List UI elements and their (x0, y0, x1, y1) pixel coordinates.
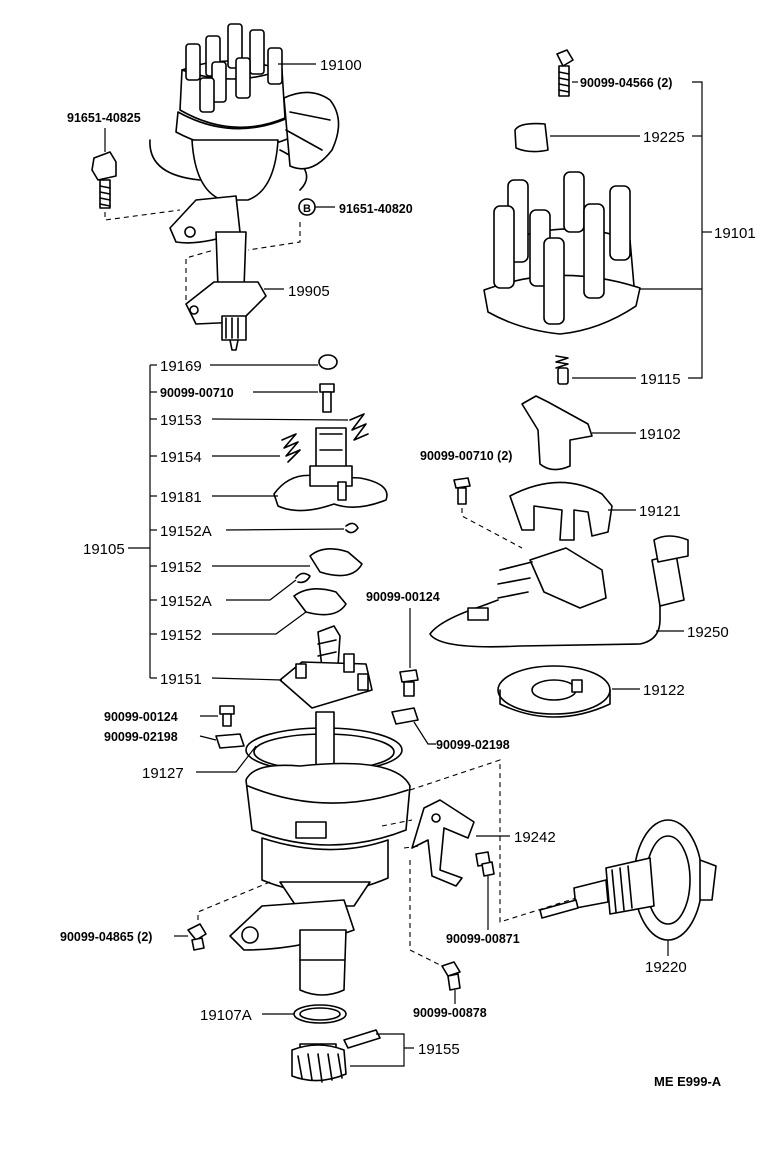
clip-19152A-a (345, 522, 359, 534)
label-19122: 19122 (643, 682, 685, 699)
label-19115: 19115 (640, 371, 681, 388)
label-19169: 19169 (160, 358, 202, 375)
label-19905: 19905 (288, 283, 330, 300)
bolt-90099-04865 (187, 923, 207, 951)
label-19250: 19250 (687, 624, 729, 641)
vacuum-advancer-19220 (539, 819, 717, 941)
cam-19151 (279, 625, 373, 709)
screw-90099-00124-b (219, 705, 235, 727)
felt-19169 (318, 354, 338, 370)
label-91651-40825: 91651-40825 (67, 111, 141, 125)
label-90099-02198-a: 90099-02198 (104, 730, 178, 744)
rotor-19102 (521, 395, 593, 471)
label-19152A-b: 19152A (160, 593, 212, 610)
label-19107A: 19107A (200, 1007, 252, 1024)
weight-19152-b (293, 588, 347, 616)
bolt-91651-40825 (91, 151, 117, 209)
screw-90099-00710-a (319, 383, 335, 413)
label-19105: 19105 (83, 541, 125, 558)
gear-19155 (291, 1029, 381, 1083)
label-19155: 19155 (418, 1041, 460, 1058)
reference-code: ME E999-A (654, 1074, 722, 1089)
label-90099-00871: 90099-00871 (446, 932, 520, 946)
distributor-cap-19101 (483, 171, 641, 335)
label-19121: 19121 (639, 503, 681, 520)
label-19102: 19102 (639, 426, 681, 443)
marker-b-letter: B (303, 203, 311, 215)
label-90099-00878: 90099-00878 (413, 1006, 487, 1020)
label-90099-02198-b: 90099-02198 (436, 738, 510, 752)
label-19100: 19100 (320, 57, 362, 74)
label-19101: 19101 (714, 225, 756, 242)
spring-19153 (349, 413, 369, 441)
label-19154: 19154 (160, 449, 202, 466)
label-91651-40820: 91651-40820 (339, 202, 413, 216)
dust-cover-19121 (509, 481, 613, 541)
label-19225: 19225 (643, 129, 685, 146)
washer-90099-02198-a (215, 733, 245, 749)
label-19152A-a: 19152A (160, 523, 212, 540)
label-90099-00710-a: 90099-00710 (160, 386, 234, 400)
screw-90099-00124-a (399, 669, 419, 697)
label-90099-04865: 90099-04865 (2) (60, 930, 152, 944)
insulator-19225 (514, 122, 549, 153)
spring-19154 (281, 433, 301, 463)
washer-19107A (293, 1004, 347, 1024)
label-19153: 19153 (160, 412, 202, 429)
screw-90099-00871 (475, 851, 495, 877)
clip-19152A-b (295, 572, 311, 584)
bracket-19242 (411, 799, 475, 887)
housing-19127 (229, 711, 411, 996)
label-19220: 19220 (645, 959, 687, 976)
weight-19152-a (309, 548, 363, 577)
label-19242: 19242 (514, 829, 556, 846)
spring-19115 (555, 355, 569, 385)
label-90099-00124-b: 90099-00124 (104, 710, 178, 724)
screw-90099-04566 (556, 49, 574, 97)
screw-90099-00878 (441, 961, 461, 991)
label-90099-04566: 90099-04566 (2) (580, 76, 672, 90)
screw-90099-00710-b (453, 477, 471, 505)
label-19152-b: 19152 (160, 627, 202, 644)
label-19152-a: 19152 (160, 559, 202, 576)
governor-19181 (273, 427, 388, 512)
washer-90099-02198-b (391, 707, 419, 725)
label-90099-00124-a: 90099-00124 (366, 590, 440, 604)
breaker-plate-19122 (497, 665, 611, 718)
label-19181: 19181 (160, 489, 202, 506)
distributor-assembly-19100 (149, 23, 340, 351)
label-19151: 19151 (160, 671, 202, 688)
label-90099-00710-b: 90099-00710 (2) (420, 449, 512, 463)
pickup-coil-19250 (429, 535, 689, 648)
label-19127: 19127 (142, 765, 184, 782)
